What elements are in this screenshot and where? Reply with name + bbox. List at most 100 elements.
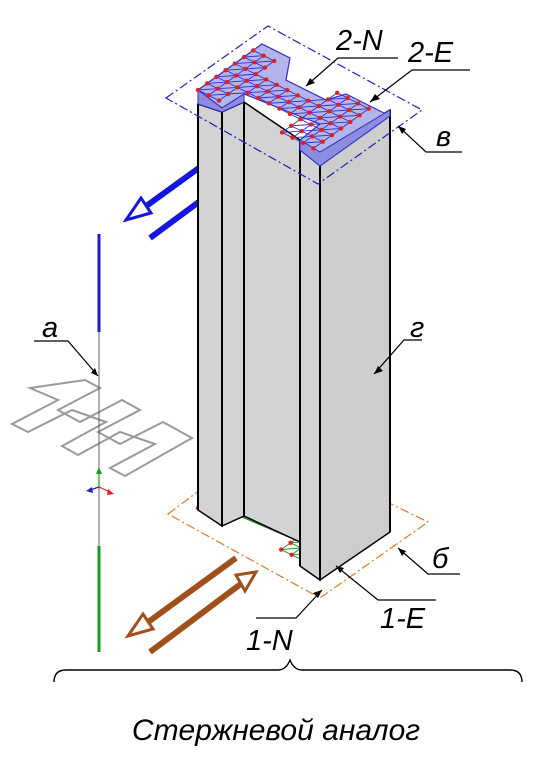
mesh-node [244,78,249,84]
mesh-edge [302,141,323,144]
mesh-edge [318,104,339,107]
mesh-edge [258,96,279,99]
mesh-edge [234,61,255,65]
mesh-node [345,95,350,101]
label-2-n: 2-N [335,25,383,57]
mesh-node [319,127,324,132]
mesh-node [329,132,335,138]
mesh-node [252,60,257,65]
mesh-node [357,113,362,118]
mesh-edge [291,124,311,127]
label-a: а [42,312,58,344]
label-1-e: 1-E [380,603,426,635]
mesh-node [295,93,300,98]
mesh-node [254,83,260,89]
label-2-e: 2-E [407,37,454,69]
mesh-node [235,85,240,90]
mesh-node [288,540,293,545]
mesh-node [289,123,294,128]
mesh-node [264,77,269,82]
mesh-node [306,98,311,103]
label-g: г [410,312,424,344]
mesh-node [337,114,342,119]
mesh-edge [289,112,310,115]
mesh-edge [279,106,300,110]
mesh-node [346,107,352,113]
mesh-node [261,53,266,58]
mesh-edge [237,85,258,88]
mesh-node [325,97,331,102]
mesh-node [286,99,291,105]
mesh-node [241,54,247,60]
mesh-node [290,135,295,140]
mesh-node [307,110,312,115]
mesh-node [195,87,201,93]
mesh-edge [309,110,330,114]
mesh-node [298,117,303,122]
mesh-node [366,106,371,111]
mesh-node [265,89,270,94]
mesh-edge [246,79,267,82]
mesh-edge [268,101,289,104]
mesh-node [253,72,258,77]
mesh-node [266,101,272,106]
mesh-edge [228,92,248,95]
mesh-node [356,101,361,106]
mesh-node [243,66,248,72]
mesh-edge [267,89,288,92]
rod-analog [9,234,195,652]
mesh-edge [216,75,237,78]
mesh-edge [243,55,264,58]
mesh-node [245,90,251,95]
axis-triad-icon [86,467,114,495]
mesh-node [328,121,333,126]
mesh-edge [330,121,351,124]
top-mesh [195,43,392,167]
callouts: а г в б 2-N 2-E 1-E 1-N [34,25,470,657]
column-face-mid [243,100,301,544]
mesh-node [320,139,325,144]
mesh-node [311,146,316,151]
mesh-node [289,552,294,557]
mesh-node [338,126,344,131]
mesh-edge [197,88,218,91]
mesh-node [299,128,304,134]
column-face-front [299,138,321,582]
mesh-edge [321,128,342,131]
mesh-node [214,74,219,80]
mesh-node [233,73,239,78]
mesh-edge [348,108,369,111]
mesh-edge [308,98,329,102]
mesh-node [279,130,285,135]
mesh-node [287,111,293,117]
mesh-node [316,103,321,109]
mesh-node [300,140,306,146]
mesh-edge [281,130,302,133]
mesh-node [310,134,315,139]
mesh-edge [339,114,360,118]
mesh-node [348,119,353,125]
mesh-edge [278,94,298,98]
mesh-node [232,61,237,66]
mesh-node [308,122,314,127]
mesh-node [327,109,332,114]
mesh-edge [320,116,340,119]
mesh-edge [310,122,331,125]
mesh-edge [254,60,275,63]
label-1-n: 1-N [246,625,293,657]
mesh-node [275,94,281,99]
mesh-edge [207,81,227,84]
mesh-edge [288,100,309,103]
mesh-node [336,102,341,107]
mesh-node [224,79,230,85]
mesh-node [296,105,302,110]
mesh-edge [299,105,319,108]
mesh-edge [245,67,266,70]
mesh-edge [247,90,268,94]
bottom-force-arrows [124,555,259,655]
mesh-node [277,106,282,111]
mesh-edge [312,134,332,137]
mesh-edge [236,73,256,76]
